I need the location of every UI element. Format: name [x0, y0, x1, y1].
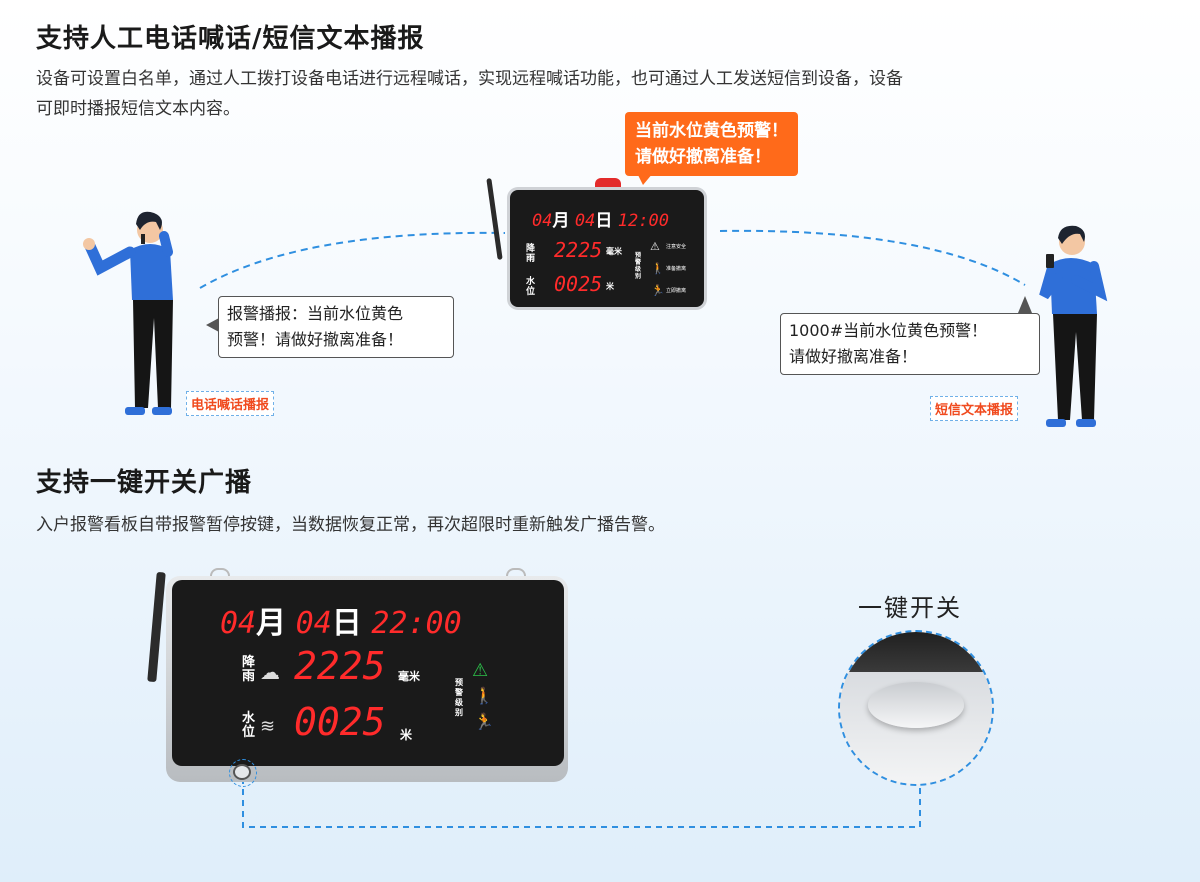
big-level-label: 预警级别 — [455, 678, 463, 717]
alert-speech-bubble: 当前水位黄色预警！ 请做好撤离准备！ — [625, 112, 798, 176]
big-board-date: 04月 04日 22:00 — [220, 606, 462, 641]
big-rain-unit: 毫米 — [398, 670, 420, 683]
big-display-board: 04月 04日 22:00 降雨 ☁ 2225 毫米 水位 ≋ 0025 米 预… — [172, 580, 564, 766]
small-water-unit: 米 — [606, 282, 614, 291]
caution-icon: ⚠ — [650, 240, 660, 253]
small-rain-label: 降雨 — [526, 244, 536, 264]
big-rain-value: 2225 — [294, 644, 386, 688]
zoom-board-edge — [840, 632, 992, 672]
big-water-label: 水位 — [242, 711, 256, 740]
section1-description: 设备可设置白名单，通过人工拨打设备电话进行远程喊话，实现远程喊话功能，也可通过人… — [36, 69, 903, 119]
switch-label: 一键开关 — [858, 594, 962, 622]
one-key-switch-button[interactable] — [868, 682, 964, 728]
small-water-value: 0025 — [554, 272, 603, 296]
alarm-light-icon — [595, 178, 621, 190]
phone-broadcast-tag: 电话喊话播报 — [186, 391, 275, 416]
sms-broadcast-bubble: 1000#当前水位黄色预警！ 请做好撤离准备！ — [780, 313, 1040, 375]
pause-key-highlight — [229, 759, 257, 787]
big-water-unit: 米 — [400, 728, 413, 742]
switch-zoom-circle — [838, 630, 994, 786]
person-phone-call-icon — [83, 211, 173, 415]
small-rain-unit: 毫米 — [606, 247, 622, 256]
alert-bubble-tail — [637, 173, 653, 185]
level-2-label: 准备撤离 — [666, 266, 687, 272]
small-display-board: 04月 04日 12:00 降雨 2225 毫米 水位 0025 米 预警级别 … — [510, 190, 704, 307]
big-rain-label: 降雨 — [242, 655, 256, 684]
sms-broadcast-tag: 短信文本播报 — [930, 396, 1019, 421]
run-icon: 🏃 — [651, 284, 665, 297]
section1-title: 支持人工电话喊话/短信文本播报 — [36, 24, 425, 54]
left-bubble-tail — [206, 318, 219, 332]
big-water-value: 0025 — [294, 700, 386, 744]
big-caution-icon: ⚠ — [472, 660, 489, 681]
small-rain-value: 2225 — [554, 238, 603, 262]
level-1-label: 注意安全 — [666, 244, 687, 250]
big-run-icon: 🏃 — [474, 712, 494, 731]
small-level-label: 预警级别 — [635, 252, 642, 280]
section2-title: 支持一键开关广播 — [36, 468, 253, 498]
small-board-date: 04月 04日 12:00 — [532, 211, 669, 231]
level-3-label: 立即撤离 — [666, 288, 687, 294]
rain-cloud-icon: ☁ — [260, 660, 280, 684]
small-water-label: 水位 — [526, 277, 536, 297]
walk-icon: 🚶 — [651, 262, 665, 275]
person-texting-icon — [1039, 225, 1108, 427]
water-wave-icon: ≋ — [260, 716, 276, 737]
phone-broadcast-bubble: 报警播报：当前水位黄色 预警！请做好撤离准备！ — [218, 296, 454, 358]
right-bubble-tail — [1018, 296, 1032, 313]
big-walk-icon: 🚶 — [474, 686, 494, 705]
section2-description: 入户报警看板自带报警暂停按键，当数据恢复正常，再次超限时重新触发广播告警。 — [36, 515, 665, 535]
